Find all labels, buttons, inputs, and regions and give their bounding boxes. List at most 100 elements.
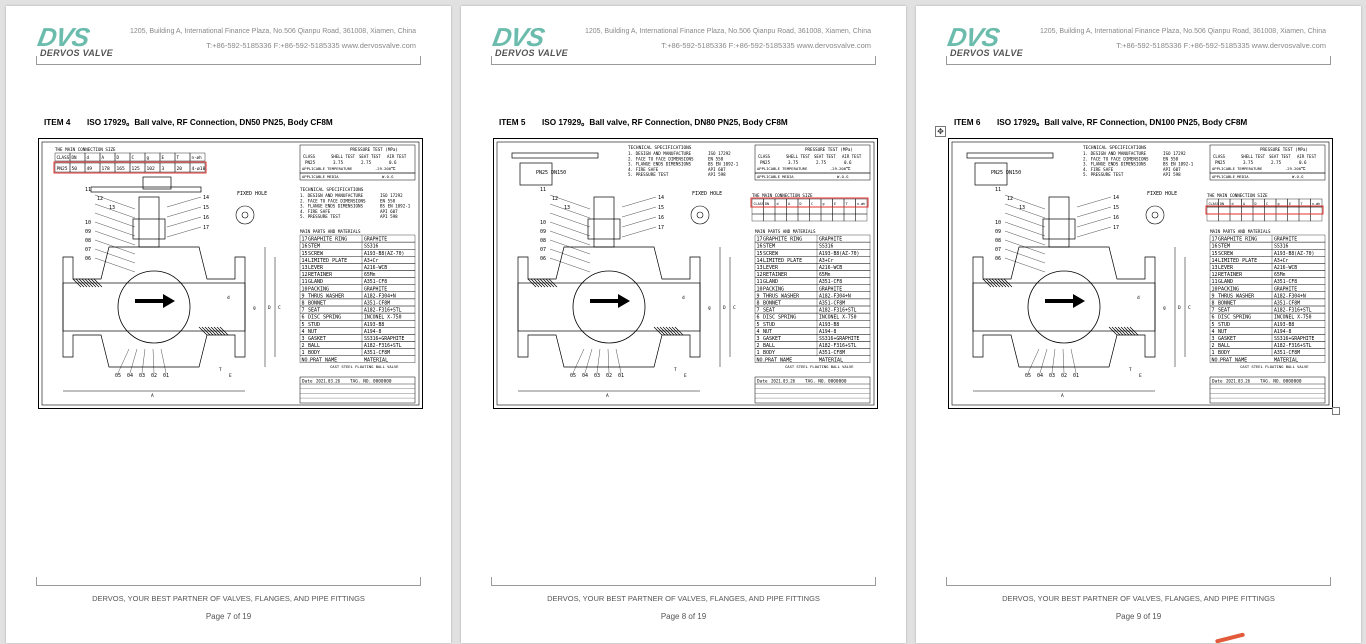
applicable-media-label: APPLICABLE MEDIA	[757, 174, 794, 179]
hatch-line	[662, 326, 672, 336]
part-name: GASKET	[763, 336, 781, 342]
drawing-frame	[41, 141, 420, 406]
valve-body	[972, 246, 1156, 368]
connection-value-cell	[1264, 213, 1277, 222]
gear-operator	[519, 162, 553, 186]
bore	[517, 282, 701, 332]
connection-value-cell	[1298, 206, 1311, 215]
connection-header-text: n-øh	[1312, 202, 1320, 206]
callout-number: 13	[564, 205, 570, 211]
part-number: 2	[757, 343, 760, 349]
callout-leader	[160, 348, 167, 374]
fixed-hole-label: FIXED HOLE	[237, 191, 267, 197]
part-number: 9	[1212, 293, 1215, 299]
applicable-media-value: W.O.G	[382, 174, 394, 179]
connection-value-cell	[786, 206, 799, 215]
part-material: A182-F316+STL	[819, 343, 857, 349]
title-date: 2021.03.26	[771, 379, 796, 384]
callout-number: 13	[1019, 205, 1025, 211]
connection-value-text: 50	[72, 166, 78, 172]
connection-value-cell	[763, 213, 776, 222]
fixed-hole-symbol	[696, 211, 704, 219]
callout-leader	[1076, 226, 1112, 238]
dimension-label: D	[723, 305, 726, 311]
fixed-hole-symbol	[241, 211, 249, 219]
connection-header-text: g	[1278, 202, 1280, 206]
dimension-label: C	[1188, 305, 1191, 311]
connection-header-text: A	[102, 155, 105, 160]
pressure-header-text: SEAT TEST	[359, 154, 381, 159]
part-material: A351-CF8M	[1274, 350, 1300, 356]
callout-leader	[572, 348, 585, 374]
connection-header-text: T	[177, 155, 180, 160]
dimension-label: d	[1137, 295, 1140, 301]
item-description: ISO 17929。Ball valve, RF Connection, DN5…	[87, 118, 333, 127]
part-name: LEVER	[763, 265, 779, 271]
callout-leader	[1051, 348, 1056, 374]
callout-number: 15	[1113, 205, 1119, 211]
hatch-line	[1126, 326, 1136, 336]
hatch-line	[1108, 326, 1118, 336]
tech-spec-standard: BS EN 1092-1	[708, 162, 739, 167]
part-material: A182-F316+STL	[1274, 343, 1312, 349]
tech-spec-item: 1. DESIGN AND MANUFACTURE	[300, 193, 364, 198]
parts-title: MAIN PARTS AND MATERIALS	[1210, 229, 1271, 234]
fixed-hole-symbol	[235, 205, 255, 225]
callout-leader	[607, 348, 610, 374]
part-name: LIMITED PLATE	[1218, 258, 1257, 264]
part-number: 7	[302, 308, 305, 314]
tech-spec-standard: BS EN 1092-1	[1163, 162, 1194, 167]
tech-spec-item: 2. FACE TO FACE DIMENSIONS	[300, 198, 366, 203]
object-move-handle-icon[interactable]: ✥	[935, 126, 946, 137]
hatch-line	[994, 278, 1004, 288]
callout-leader	[166, 216, 202, 228]
hatch-line	[545, 278, 555, 288]
gear-operator	[974, 162, 1008, 186]
callout-number: 06	[995, 256, 1001, 262]
connection-header-text: d	[777, 202, 779, 206]
connection-value-cell	[1275, 213, 1288, 222]
hatch-line	[78, 278, 88, 288]
applicable-temp-value: -29-200℃	[375, 166, 396, 171]
connection-value-text: 102	[147, 166, 156, 172]
item-description: ISO 17929。Ball valve, RF Connection, DN1…	[997, 118, 1248, 127]
bore	[972, 282, 1156, 332]
connection-value-text: 125	[132, 166, 141, 172]
part-name: THRUS WASHER	[1218, 293, 1255, 299]
part-material: A182-F316+STL	[364, 308, 402, 314]
lever	[90, 186, 202, 193]
connection-header-text: n-øh	[192, 155, 203, 160]
callout-leader	[1027, 348, 1040, 374]
connection-value-cell	[1241, 206, 1254, 215]
part-material: INCONEL X-750	[364, 315, 402, 321]
tech-spec-standard: ISO 17292	[380, 193, 403, 198]
ball	[572, 270, 646, 344]
part-material: A351-CF8	[364, 279, 387, 285]
connection-value-cell	[832, 213, 845, 222]
connection-value-text: 165	[117, 166, 126, 172]
lever	[511, 152, 599, 159]
connection-header-text: C	[132, 155, 135, 160]
connection-value-cell	[751, 213, 764, 222]
lever	[966, 152, 1054, 159]
parts-header-material: MATERIAL	[1274, 357, 1298, 363]
connection-value-cell	[1287, 213, 1300, 222]
company-contact: T:+86-592-5185336 F:+86-592-5185335 www.…	[1116, 41, 1326, 50]
object-resize-handle[interactable]	[1332, 407, 1340, 415]
callout-number: 17	[203, 225, 209, 231]
part-number: 7	[1212, 308, 1215, 314]
callout-number: 01	[163, 373, 169, 379]
part-number: 9	[302, 293, 305, 299]
part-material: A182-F304+N	[1274, 293, 1306, 299]
part-name: SEAT	[308, 308, 320, 314]
fixed-hole-symbol	[1151, 211, 1159, 219]
fixed-hole-label: FIXED HOLE	[692, 191, 722, 197]
fixed-hole-symbol	[690, 205, 710, 225]
callout-leader	[549, 230, 591, 246]
part-material: A193-B8(AZ-70)	[364, 251, 404, 257]
hatch-line	[530, 278, 540, 288]
company-contact: T:+86-592-5185336 F:+86-592-5185335 www.…	[206, 41, 416, 50]
part-number: 17	[1212, 237, 1218, 243]
